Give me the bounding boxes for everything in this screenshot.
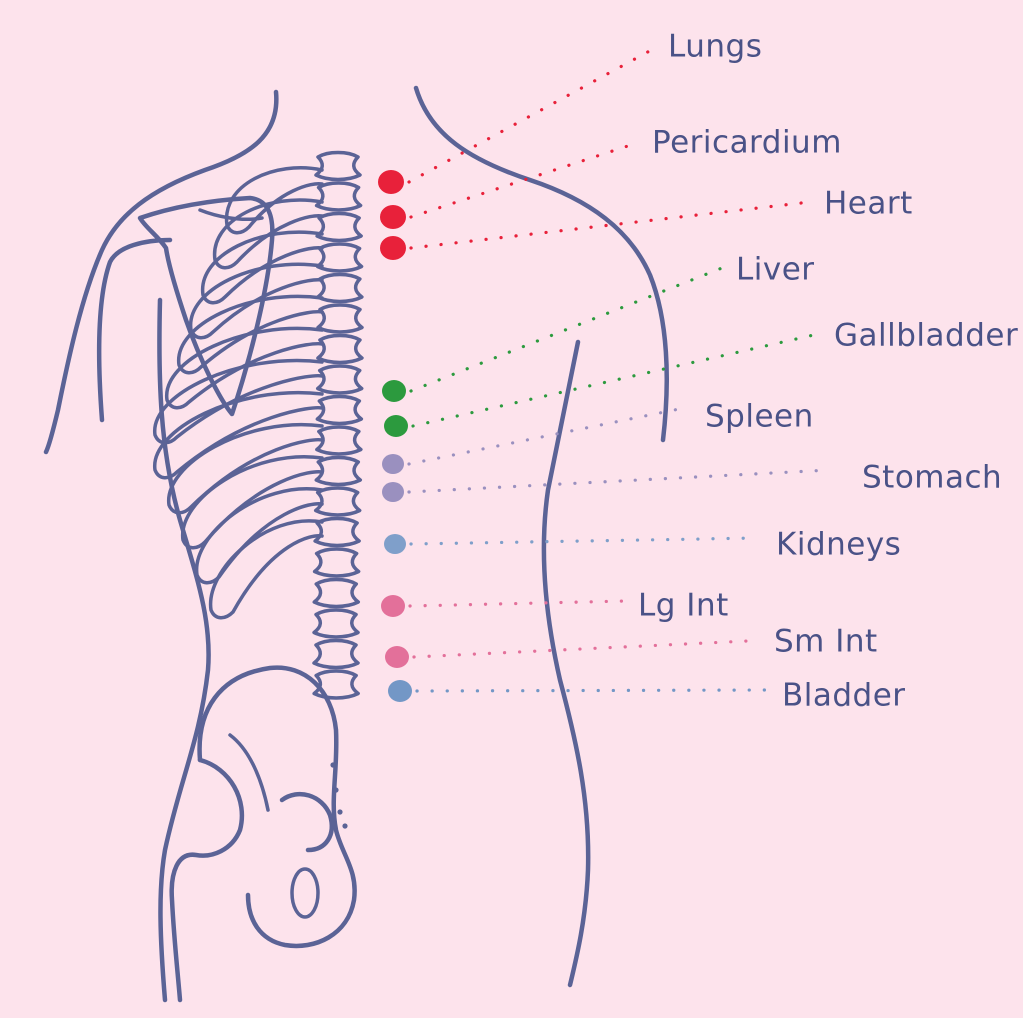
vertebra — [315, 364, 364, 395]
vertebra — [315, 394, 364, 426]
point-stomach — [382, 482, 404, 502]
rib — [181, 455, 324, 550]
label-lungs: Lungs — [668, 29, 762, 65]
rib — [212, 198, 324, 270]
label-sm-int: Sm Int — [774, 624, 878, 660]
vertebra — [316, 333, 364, 365]
leader-line-bladder — [415, 688, 767, 693]
vertebra — [315, 242, 364, 273]
rib — [177, 294, 324, 375]
rib — [195, 487, 324, 585]
vertebra — [315, 211, 363, 243]
vertebra — [312, 547, 361, 578]
left-arm-inner-line — [96, 237, 173, 423]
rib — [153, 358, 324, 445]
pelvis — [169, 665, 357, 1003]
vertebra — [312, 638, 360, 670]
rib — [189, 262, 324, 340]
rib — [153, 391, 324, 480]
label-spleen: Spleen — [705, 399, 814, 435]
label-stomach: Stomach — [862, 460, 1002, 496]
scapula-spine — [198, 208, 264, 222]
rib — [201, 230, 324, 305]
vertebra — [313, 486, 362, 517]
right-torso-side-line — [541, 339, 591, 988]
scapula-outline — [137, 195, 275, 417]
leader-line-pericardium — [409, 140, 642, 219]
rib — [224, 166, 324, 235]
rib — [208, 519, 324, 620]
vertebra — [312, 577, 361, 609]
vertebra — [314, 181, 363, 212]
obturator-foramen — [290, 867, 320, 919]
vertebra — [314, 150, 362, 182]
iliac-crest — [197, 665, 357, 949]
point-spleen — [382, 454, 404, 474]
label-bladder: Bladder — [782, 678, 906, 714]
point-lungs — [378, 170, 404, 194]
leader-line-lg-int — [408, 599, 628, 608]
point-liver — [382, 380, 406, 402]
vertebra — [315, 425, 363, 456]
vertebra — [312, 608, 360, 639]
hip-socket — [279, 791, 334, 853]
point-pericardium — [380, 205, 406, 229]
sacrum-dot — [330, 762, 336, 768]
label-lg-int: Lg Int — [638, 588, 729, 624]
rib — [167, 423, 324, 515]
rib-cage — [153, 166, 324, 620]
leader-line-liver — [409, 266, 724, 393]
label-heart: Heart — [824, 186, 913, 222]
point-kidneys — [384, 534, 406, 554]
sacrum-dot — [342, 823, 348, 829]
point-lg-int — [381, 595, 405, 617]
leader-line-gallbladder — [411, 332, 820, 428]
rib — [165, 326, 324, 410]
vertebra — [312, 669, 360, 700]
point-sm-int — [385, 646, 409, 668]
leader-line-sm-int — [412, 639, 750, 659]
label-liver: Liver — [736, 252, 815, 288]
vertebra — [314, 455, 363, 487]
point-gallbladder — [384, 415, 408, 437]
femur-head — [169, 757, 245, 1003]
label-pericardium: Pericardium — [652, 125, 842, 161]
right-neck-shoulder-line — [413, 85, 669, 443]
vertebra — [313, 516, 361, 548]
inner-pelvis-line — [228, 733, 270, 812]
label-gallbladder: Gallbladder — [834, 318, 1018, 354]
vertebra — [316, 303, 364, 334]
sacrum-dot — [333, 787, 339, 793]
leader-line-spleen — [407, 406, 686, 466]
points-layer: LungsPericardiumHeartLiverGallbladderSpl… — [378, 29, 1018, 714]
left-neck-shoulder-line — [43, 89, 279, 455]
spine — [312, 150, 364, 700]
leader-line-lungs — [407, 46, 657, 184]
point-bladder — [388, 680, 412, 702]
label-kidneys: Kidneys — [776, 527, 901, 563]
sacrum-dot — [337, 809, 343, 815]
point-heart — [380, 236, 406, 260]
vertebra — [316, 272, 364, 304]
leader-line-kidneys — [409, 536, 760, 546]
leader-line-stomach — [407, 468, 832, 494]
